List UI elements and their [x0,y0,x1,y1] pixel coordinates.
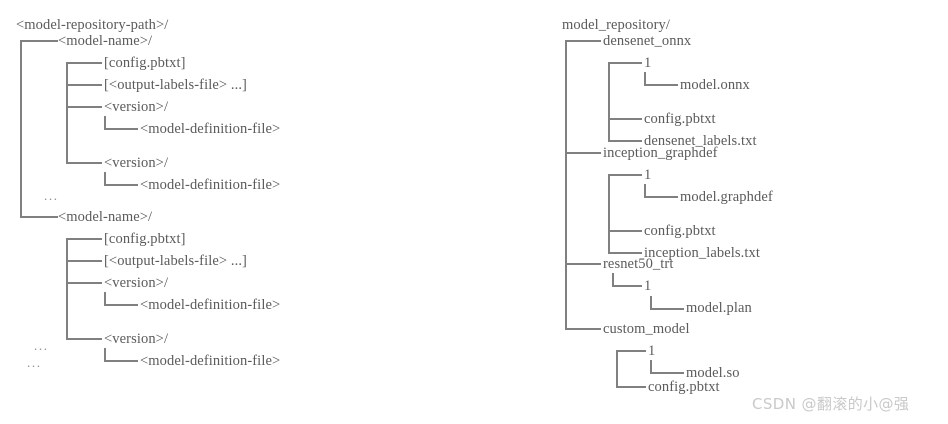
right-branch-resnet [565,263,601,265]
right-custom-version: 1 [648,343,656,359]
left-definition-file-1a: <model-definition-file> [140,121,281,137]
right-branch-inception-version [608,174,642,176]
right-inception-model: model.graphdef [680,189,773,205]
right-elbow-inception-model-v [644,184,646,196]
right-densenet-model: model.onnx [680,77,750,93]
left-branch-model-2 [20,216,58,218]
left-definition-file-2b: <model-definition-file> [140,353,281,369]
right-elbow-custom-model-v [650,360,652,372]
right-elbow-inception-model-h [644,196,678,198]
right-custom-label: custom_model [603,321,690,337]
left-branch-version-2a [66,282,102,284]
left-version-2b: <version>/ [104,331,169,347]
right-subtrunk-inception [608,174,610,252]
left-branch-labels-2 [66,260,102,262]
left-definition-file-1b: <model-definition-file> [140,177,281,193]
left-elbow-def-1a-v [104,116,106,128]
right-branch-inception-labels [608,252,642,254]
left-version-1a: <version>/ [104,99,169,115]
left-branch-version-2b [66,338,102,340]
left-branch-version-1a [66,106,102,108]
left-branch-config-2 [66,238,102,240]
left-labels-2: [<output-labels-file> ...] [104,253,247,269]
right-elbow-resnet-model-v [650,296,652,308]
right-densenet-config: config.pbtxt [644,111,716,127]
right-branch-densenet-version [608,62,642,64]
left-tail-ellipsis-2: ... [27,355,42,370]
left-tree: <model-repository-path>/ <model-name>/ [… [16,17,281,370]
right-elbow-custom-model-h [650,372,684,374]
right-resnet-version: 1 [644,278,652,294]
left-model-name-2: <model-name>/ [58,209,153,225]
right-custom-model-file: model.so [686,365,740,381]
right-inception-config: config.pbtxt [644,223,716,239]
left-elbow-def-2b-h [104,360,138,362]
right-subtrunk-custom [616,350,618,386]
right-branch-custom [565,328,601,330]
right-densenet-version: 1 [644,55,652,71]
right-densenet-labels: densenet_labels.txt [644,133,757,149]
left-elbow-def-1b-v [104,172,106,184]
left-model-name-1: <model-name>/ [58,33,153,49]
right-branch-inception-config [608,230,642,232]
left-elbow-def-2a-h [104,304,138,306]
left-version-1b: <version>/ [104,155,169,171]
right-tree: model_repository/ densenet_onnx 1 model.… [540,0,948,424]
left-definition-file-2a: <model-definition-file> [140,297,281,313]
right-branch-custom-config [616,386,646,388]
left-elbow-def-1a-h [104,128,138,130]
left-version-2a: <version>/ [104,275,169,291]
left-root-label: <model-repository-path>/ [16,17,169,33]
right-subtrunk-densenet [608,62,610,140]
left-labels-1: [<output-labels-file> ...] [104,77,247,93]
right-elbow-resnet-model-h [650,308,684,310]
right-densenet-label: densenet_onnx [603,33,692,49]
left-config-2: [config.pbtxt] [104,231,186,247]
left-subtrunk-2 [66,238,68,339]
left-branch-labels-1 [66,84,102,86]
right-resnet-model: model.plan [686,300,752,316]
right-inception-labels: inception_labels.txt [644,245,760,261]
left-subtrunk-1 [66,62,68,163]
right-inception-label: inception_graphdef [603,145,718,161]
right-branch-densenet-labels [608,140,642,142]
right-branch-densenet-config [608,118,642,120]
left-config-1: [config.pbtxt] [104,55,186,71]
right-elbow-densenet-model-v [644,72,646,84]
left-elbow-def-2a-v [104,292,106,304]
left-trunk-line [20,40,22,218]
right-branch-densenet [565,40,601,42]
right-branch-custom-version [616,350,646,352]
left-branch-version-1b [66,162,102,164]
left-elbow-def-2b-v [104,348,106,360]
left-elbow-def-1b-h [104,184,138,186]
right-root-label: model_repository/ [562,17,671,33]
left-tail-ellipsis-1: ... [34,338,49,353]
left-branch-config-1 [66,62,102,64]
right-resnet-label: resnet50_trt [603,256,674,272]
left-branch-model-1 [20,40,58,42]
right-trunk-line [565,40,567,330]
csdn-watermark: CSDN @翻滚的小@强 [752,395,910,413]
right-elbow-densenet-model-h [644,84,678,86]
right-inception-version: 1 [644,167,652,183]
right-elbow-resnet-version-v [612,273,614,285]
left-gap-ellipsis: ... [44,188,59,203]
right-elbow-resnet-version-h [612,285,642,287]
right-custom-config: config.pbtxt [648,379,720,395]
right-branch-inception [565,152,601,154]
